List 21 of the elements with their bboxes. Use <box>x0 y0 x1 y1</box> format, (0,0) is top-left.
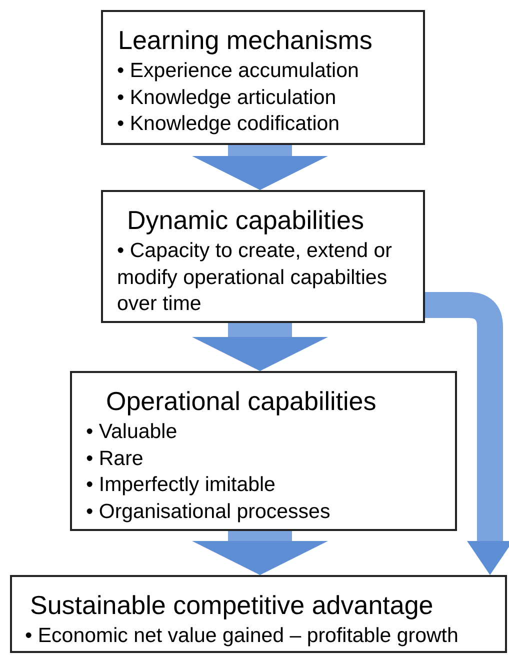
process-box <box>70 371 457 531</box>
bullet-item: • Organisational processes <box>86 498 332 524</box>
box-heading: Learning mechanisms <box>117 25 374 55</box>
block-arrow <box>192 323 328 371</box>
bullet-item: • Valuable <box>86 419 178 445</box>
bullet-item: • Knowledge codification <box>117 111 341 137</box>
bullet-item: • Imperfectly imitable <box>86 472 276 498</box>
box-heading: Dynamic capabilities <box>126 205 365 235</box>
bullet-item: • Capacity to create, extend or modify operational capabilties over time <box>117 238 393 317</box>
process-box <box>101 190 425 323</box>
process-box <box>101 10 425 145</box>
bullet-item: • Economic net value gained – profitable growth <box>25 623 460 649</box>
block-arrow <box>192 145 328 190</box>
process-box <box>10 575 507 653</box>
bullet-item: • Knowledge articulation <box>117 84 338 110</box>
bullet-item: • Experience accumulation <box>117 58 360 84</box>
box-heading: Operational capabilities <box>105 386 378 416</box>
bullet-item: • Rare <box>86 446 144 472</box>
block-arrow <box>425 292 509 575</box>
block-arrow <box>192 531 328 575</box>
box-heading: Sustainable competitive advantage <box>29 590 434 620</box>
